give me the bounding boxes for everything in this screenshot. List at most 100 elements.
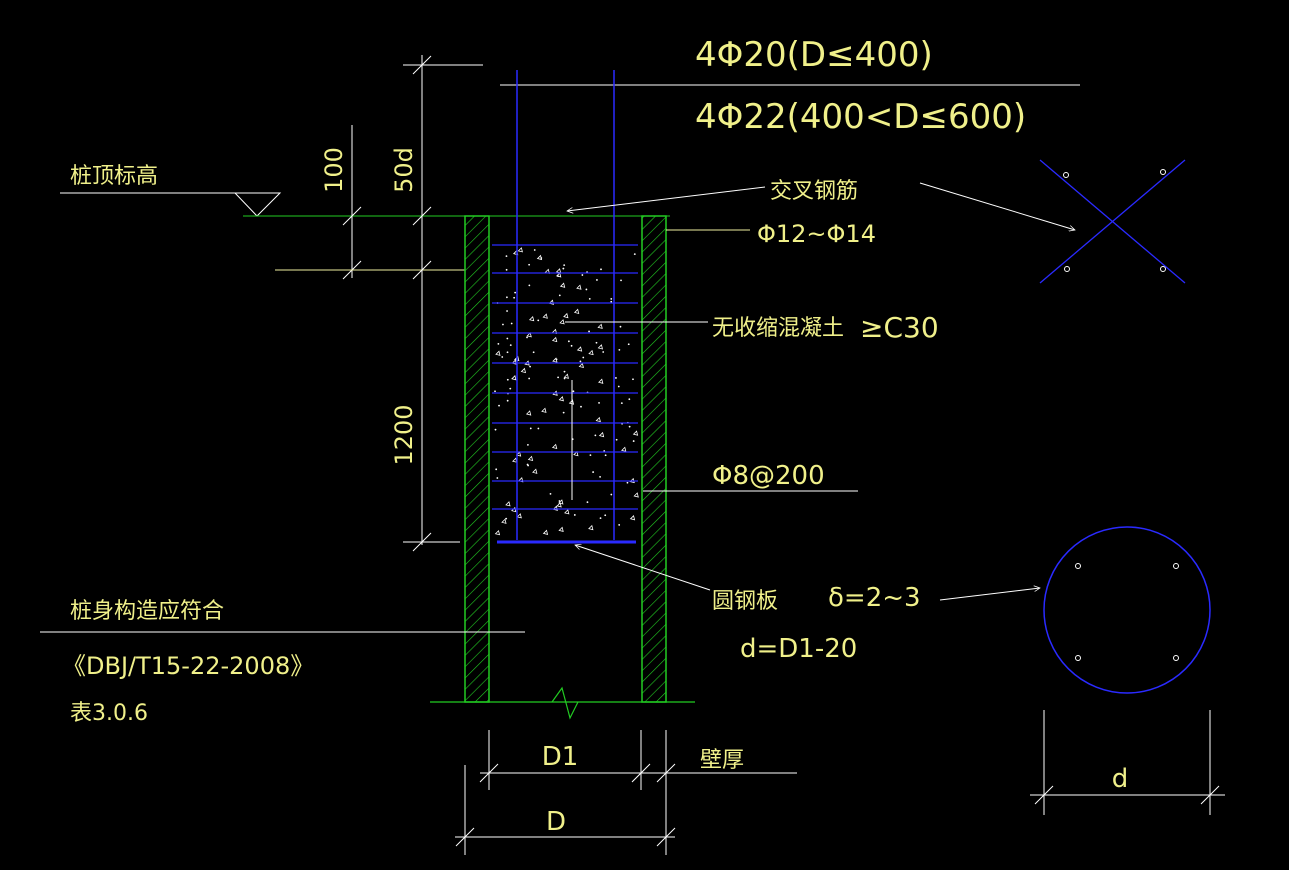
concrete-speckle — [526, 336, 528, 339]
concrete-speckle — [512, 457, 518, 463]
concrete-speckle — [494, 390, 496, 393]
concrete-speckle — [555, 272, 562, 278]
concrete-label: 无收缩混凝土 — [712, 316, 844, 341]
concrete-speckle — [494, 529, 501, 536]
concrete-speckle — [580, 405, 582, 408]
concrete-speckle — [567, 340, 570, 343]
concrete-speckle — [506, 310, 508, 312]
concrete-speckle — [564, 509, 570, 515]
concrete-speckle — [588, 297, 591, 300]
concrete-speckle — [517, 247, 523, 253]
concrete-grade: ≥C30 — [860, 311, 939, 344]
rebar-spec-2: 4Φ22(400<D≤600) — [695, 97, 1026, 137]
concrete-speckle — [595, 341, 598, 344]
concrete-speckle — [579, 360, 582, 363]
concrete-speckle — [528, 315, 535, 322]
pile-note-1: 桩身构造应符合 — [70, 599, 224, 624]
wall-thickness-label: 壁厚 — [700, 748, 744, 773]
concrete-speckle — [510, 322, 513, 325]
concrete-speckle — [506, 296, 508, 299]
concrete-speckle — [552, 357, 558, 363]
concrete-speckle — [573, 450, 579, 457]
concrete-speckle — [588, 330, 590, 333]
concrete-speckle — [533, 249, 536, 251]
concrete-speckle — [526, 332, 532, 338]
concrete-speckle — [563, 370, 566, 373]
concrete-speckle — [558, 500, 561, 502]
concrete-speckle — [576, 346, 583, 352]
concrete-speckle — [513, 296, 516, 299]
concrete-speckle — [626, 481, 629, 484]
concrete-speckle — [516, 513, 522, 519]
concrete-speckle — [618, 349, 621, 351]
plate-diameter: d=D1-20 — [740, 634, 857, 664]
concrete-speckle — [576, 284, 582, 290]
concrete-speckle — [563, 264, 566, 266]
round-plate-label: 圆钢板 — [712, 589, 778, 614]
concrete-speckle — [594, 434, 597, 437]
concrete-speckle — [551, 443, 558, 450]
concrete-speckle — [514, 291, 517, 294]
concrete-speckle — [532, 468, 538, 474]
concrete-speckle — [604, 514, 607, 517]
concrete-speckle — [610, 300, 613, 303]
concrete-speckle — [621, 446, 627, 452]
concrete-speckle — [509, 387, 512, 390]
pile-top-elevation-label: 桩顶标高 — [70, 164, 158, 189]
concrete-speckle — [563, 312, 569, 319]
concrete-fill — [494, 247, 639, 536]
concrete-speckle — [549, 492, 552, 495]
concrete-speckle — [529, 427, 532, 430]
dim-100: 100 — [320, 147, 348, 193]
concrete-speckle — [558, 294, 561, 297]
round-plate-plan: d — [939, 526, 1225, 815]
concrete-speckle — [506, 337, 509, 340]
concrete-speckle — [528, 377, 531, 380]
concrete-speckle — [599, 476, 601, 478]
round-plate-callout: 圆钢板 δ=2~3 d=D1-20 — [575, 545, 921, 664]
dim-50d: 50d — [390, 147, 418, 193]
concrete-speckle — [520, 367, 527, 374]
concrete-speckle — [551, 336, 558, 343]
plate-thickness: δ=2~3 — [828, 583, 921, 613]
concrete-speckle — [556, 502, 562, 508]
rebar-spec-group: 4Φ20(D≤400) 4Φ22(400<D≤600) — [500, 35, 1080, 137]
concrete-speckle — [527, 443, 529, 446]
stirrup-callout: Φ8@200 — [643, 461, 858, 492]
concrete-speckle — [525, 410, 532, 416]
concrete-speckle — [552, 505, 558, 511]
pile-wall-left — [464, 215, 490, 703]
concrete-speckle — [632, 430, 639, 436]
concrete-speckle — [528, 284, 531, 287]
concrete-speckle — [588, 349, 594, 356]
concrete-speckle — [495, 468, 498, 471]
pile-note: 桩身构造应符合 《DBJ/T15-22-2008》 表3.0.6 — [40, 599, 525, 726]
concrete-speckle — [610, 298, 613, 300]
concrete-speckle — [562, 267, 565, 270]
vertical-dimensions: 50d 100 1200 — [275, 55, 483, 552]
concrete-speckle — [558, 526, 564, 532]
concrete-speckle — [528, 263, 531, 266]
concrete-speckle — [573, 308, 580, 315]
concrete-speckle — [610, 493, 613, 496]
concrete-speckle — [628, 398, 631, 401]
pile-walls — [430, 215, 695, 720]
concrete-speckle — [604, 454, 607, 457]
concrete-speckle — [602, 351, 605, 353]
pile-wall-right — [641, 215, 667, 703]
concrete-speckle — [597, 344, 603, 350]
rebar-spec-1: 4Φ20(D≤400) — [695, 35, 933, 75]
concrete-speckle — [570, 344, 573, 347]
concrete-speckle — [497, 342, 500, 345]
concrete-speckle — [586, 501, 589, 504]
stirrup-label: Φ8@200 — [712, 461, 825, 491]
cross-rebar-callout: 交叉钢筋 Φ12~Φ14 — [567, 179, 876, 248]
concrete-speckle — [506, 351, 509, 354]
concrete-speckle — [509, 344, 512, 347]
concrete-speckle — [633, 253, 636, 256]
concrete-speckle — [537, 427, 540, 430]
elevation-triangle-icon — [233, 192, 282, 217]
concrete-speckle — [501, 518, 507, 524]
concrete-speckle — [582, 356, 585, 359]
concrete-speckle — [542, 529, 549, 535]
